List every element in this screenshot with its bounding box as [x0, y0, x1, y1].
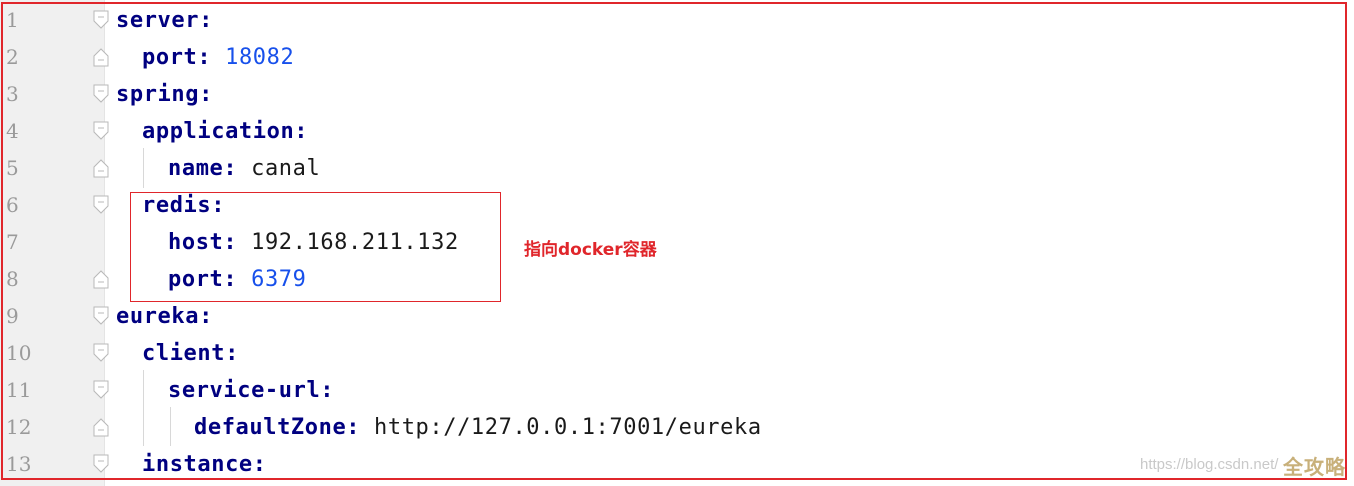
code-line[interactable]: 8 port: 6379 — [0, 261, 1354, 298]
code-text: name: canal — [168, 150, 320, 187]
fold-open-icon[interactable] — [93, 195, 110, 215]
yaml-colon: : — [320, 378, 335, 403]
code-text: eureka: — [116, 298, 213, 335]
code-line[interactable]: 12 defaultZone: http://127.0.0.1:7001/eu… — [0, 409, 1354, 446]
yaml-key: client — [142, 341, 226, 366]
yaml-colon: : — [199, 304, 213, 329]
line-number: 11 — [6, 378, 32, 402]
fold-close-icon[interactable] — [93, 269, 110, 289]
yaml-colon: : — [294, 119, 309, 144]
yaml-key: application — [142, 119, 295, 144]
fold-open-icon[interactable] — [93, 454, 110, 474]
code-line[interactable]: 11 service-url: — [0, 372, 1354, 409]
fold-open-icon[interactable] — [93, 380, 110, 400]
code-line[interactable]: 10 client: — [0, 335, 1354, 372]
code-text: defaultZone: http://127.0.0.1:7001/eurek… — [194, 409, 762, 446]
code-text: redis: — [142, 187, 225, 224]
fold-close-icon[interactable] — [93, 417, 110, 437]
yaml-key: host — [168, 230, 224, 255]
yaml-value: 18082 — [225, 45, 295, 70]
code-line[interactable]: 13 instance: — [0, 446, 1354, 483]
code-text: host: 192.168.211.132 — [168, 224, 459, 261]
code-line[interactable]: 7 host: 192.168.211.132 — [0, 224, 1354, 261]
yaml-value: canal — [251, 156, 321, 181]
code-line[interactable]: 1 server: — [0, 2, 1354, 39]
line-number: 13 — [6, 452, 32, 476]
yaml-key: spring — [116, 82, 200, 107]
code-line[interactable]: 9 eureka: — [0, 298, 1354, 335]
yaml-colon: : — [346, 415, 361, 440]
code-line[interactable]: 2 port: 18082 — [0, 39, 1354, 76]
yaml-colon: : — [223, 156, 238, 181]
code-line[interactable]: 5 name: canal — [0, 150, 1354, 187]
gutter-separator — [104, 0, 105, 486]
line-number: 4 — [6, 119, 19, 143]
code-text: spring: — [116, 76, 213, 113]
yaml-colon: : — [252, 452, 267, 477]
fold-open-icon[interactable] — [93, 10, 110, 30]
line-number-gutter — [0, 0, 104, 486]
code-line[interactable]: 6 redis: — [0, 187, 1354, 224]
yaml-value: http://127.0.0.1:7001/eureka — [374, 415, 762, 440]
code-text: port: 18082 — [142, 39, 294, 76]
yaml-colon: : — [223, 267, 238, 292]
code-text: instance: — [142, 446, 267, 483]
yaml-colon: : — [197, 45, 212, 70]
line-number: 6 — [6, 193, 19, 217]
line-number: 7 — [6, 230, 19, 254]
indent-guide — [170, 407, 171, 446]
code-text: server: — [116, 2, 213, 39]
line-number: 1 — [6, 8, 19, 32]
yaml-key: port — [168, 267, 224, 292]
yaml-key: name — [168, 156, 224, 181]
fold-open-icon[interactable] — [93, 121, 110, 141]
yaml-colon: : — [199, 82, 213, 107]
yaml-key: service-url — [168, 378, 321, 403]
yaml-colon: : — [211, 193, 226, 218]
fold-open-icon[interactable] — [93, 306, 110, 326]
watermark-url: https://blog.csdn.net/ — [1140, 456, 1279, 473]
annotation-label: 指向docker容器 — [524, 240, 657, 260]
yaml-key: instance — [142, 452, 253, 477]
yaml-colon: : — [225, 341, 239, 366]
yaml-key: server — [116, 8, 200, 33]
fold-close-icon[interactable] — [93, 47, 110, 67]
line-number: 8 — [6, 267, 19, 291]
code-text: application: — [142, 113, 308, 150]
yaml-colon: : — [199, 8, 213, 33]
line-number: 3 — [6, 82, 19, 106]
yaml-key: eureka — [116, 304, 200, 329]
fold-open-icon[interactable] — [93, 84, 110, 104]
line-number: 12 — [6, 415, 32, 439]
line-number: 5 — [6, 156, 19, 180]
yaml-key: redis — [142, 193, 212, 218]
code-line[interactable]: 4 application: — [0, 113, 1354, 150]
indent-guide — [143, 370, 144, 446]
yaml-value: 6379 — [251, 267, 307, 292]
line-number: 10 — [6, 341, 32, 365]
redis-highlight-box — [130, 192, 501, 302]
code-line[interactable]: 3 spring: — [0, 76, 1354, 113]
yaml-key: port — [142, 45, 198, 70]
watermark-logo: 全攻略 — [1283, 455, 1346, 479]
fold-open-icon[interactable] — [93, 343, 110, 363]
indent-guide — [143, 148, 144, 188]
code-text: client: — [142, 335, 239, 372]
code-text: port: 6379 — [168, 261, 307, 298]
fold-close-icon[interactable] — [93, 158, 110, 178]
line-number: 9 — [6, 304, 19, 328]
yaml-key: defaultZone — [194, 415, 347, 440]
line-number: 2 — [6, 45, 19, 69]
code-text: service-url: — [168, 372, 334, 409]
yaml-colon: : — [223, 230, 238, 255]
yaml-value: 192.168.211.132 — [251, 230, 459, 255]
